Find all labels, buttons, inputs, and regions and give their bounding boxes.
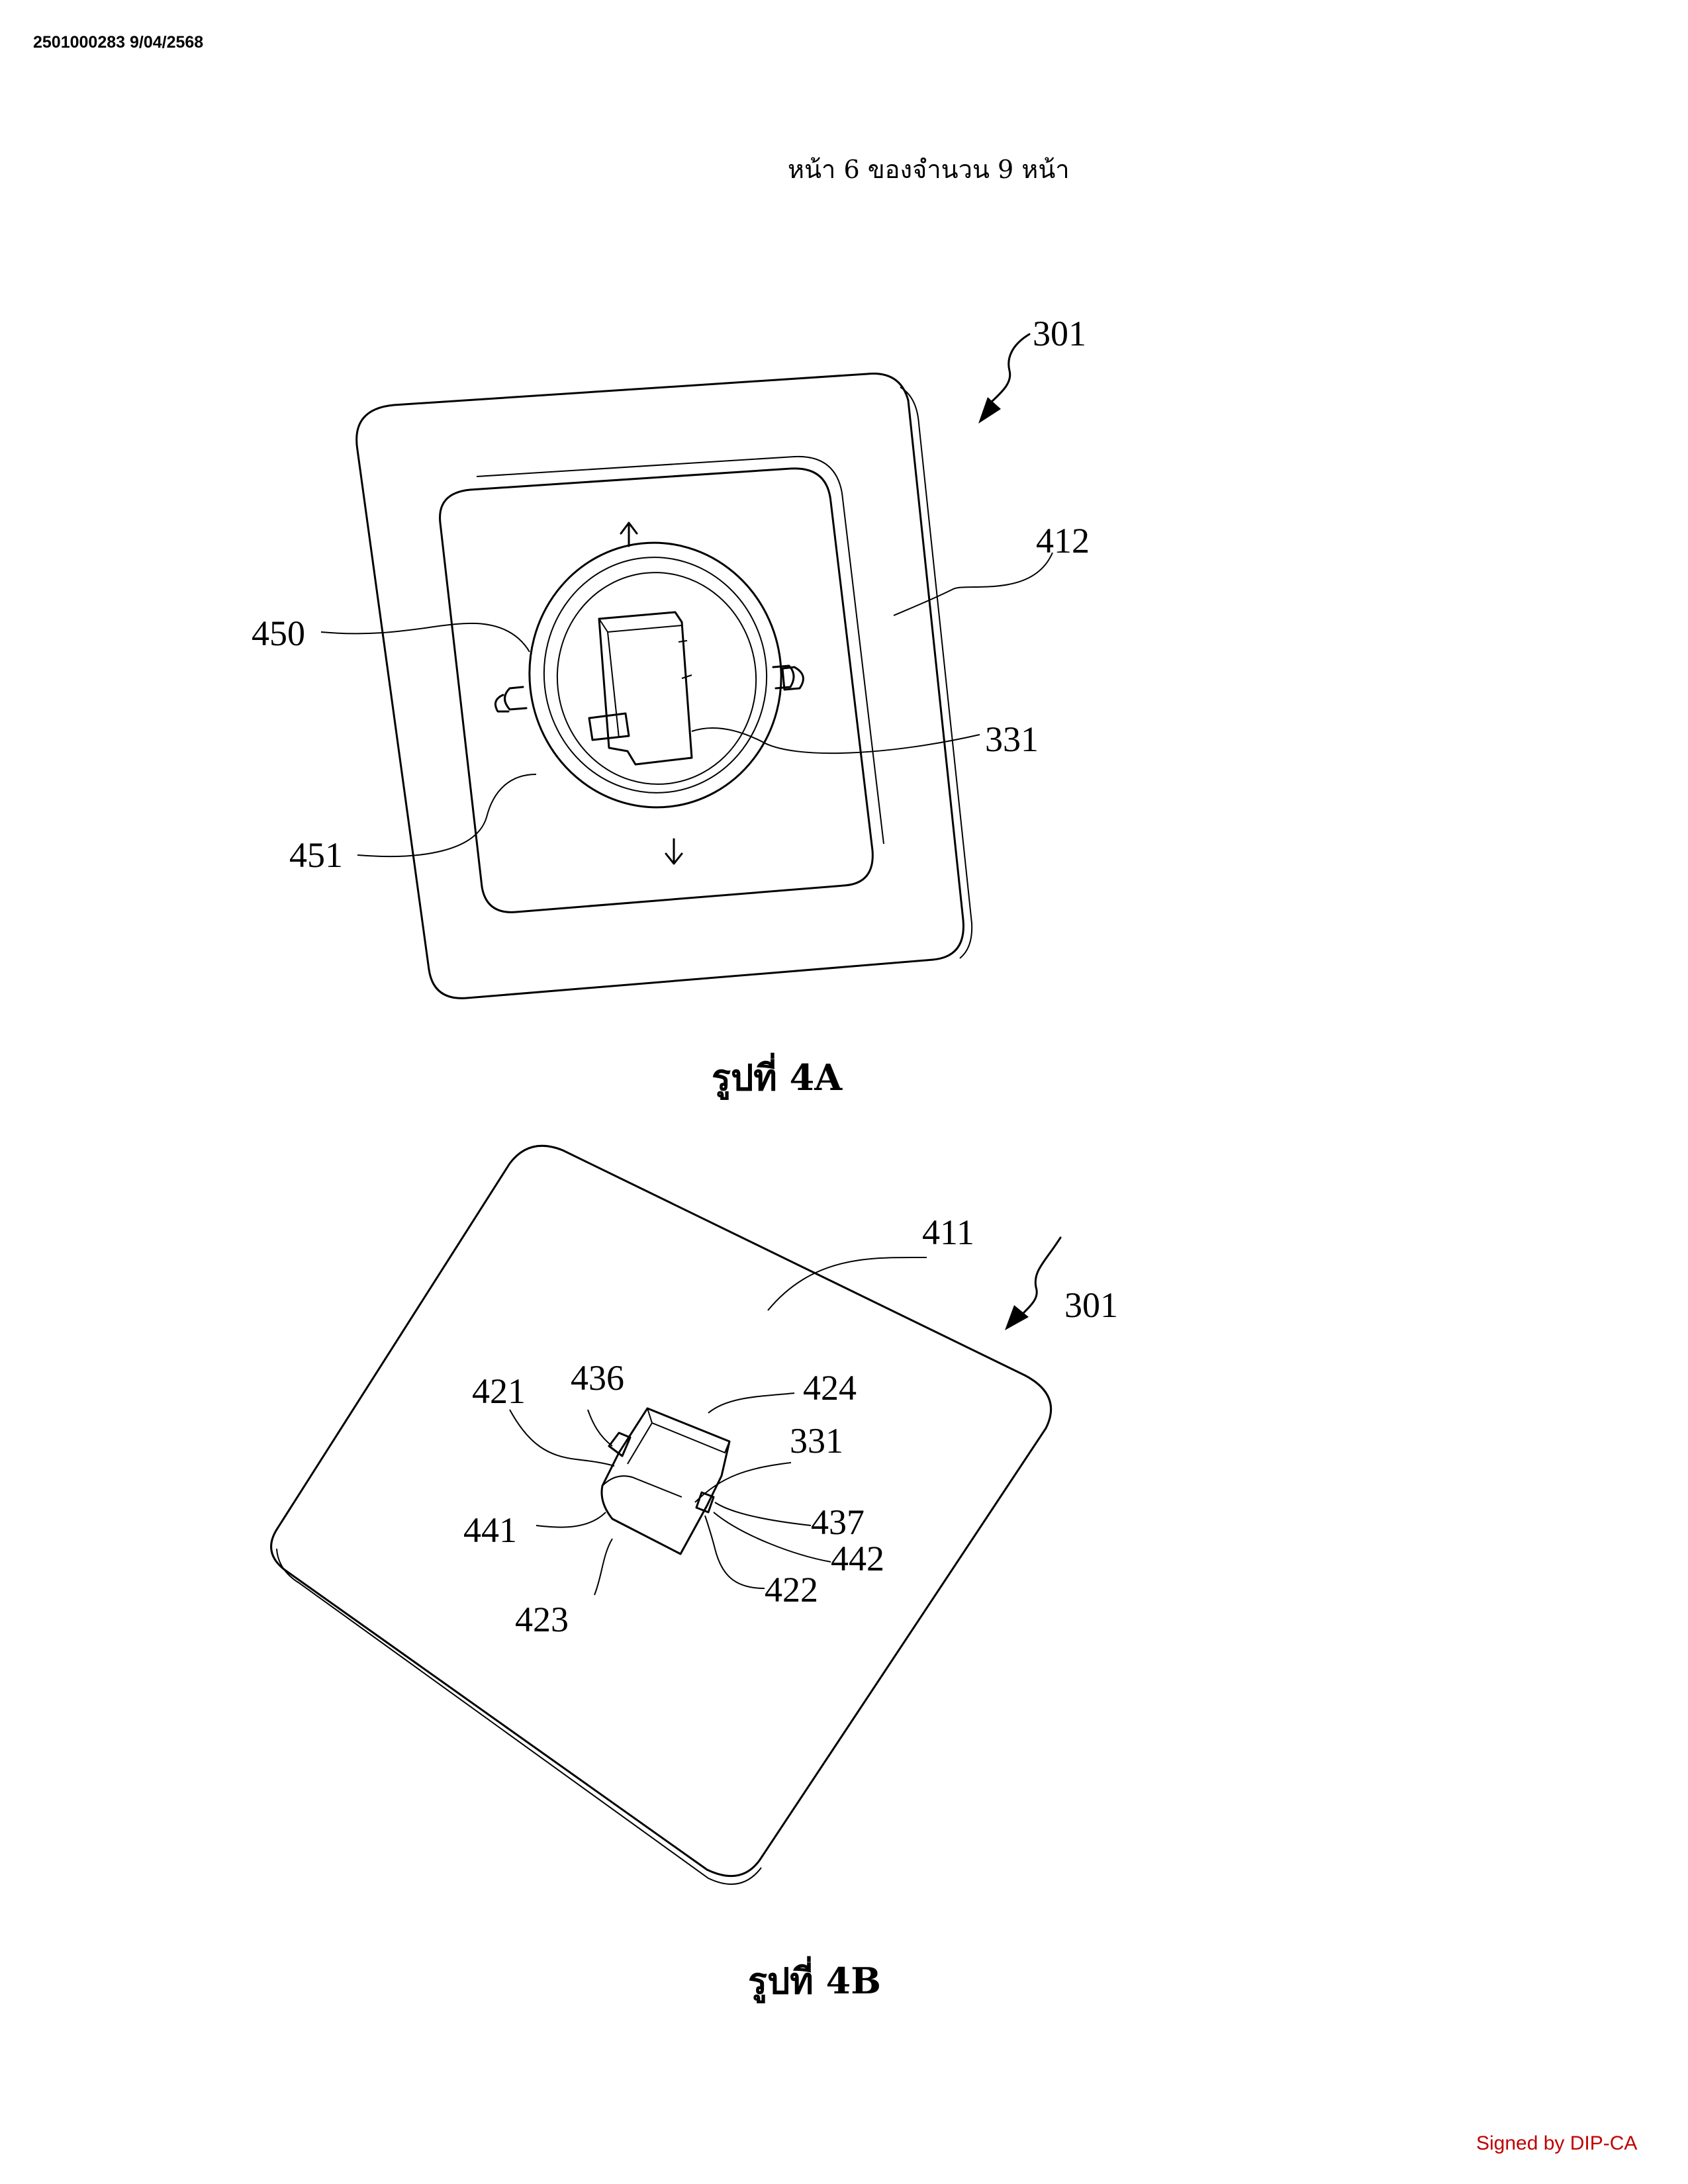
label-412: 412: [1036, 521, 1090, 561]
label-421: 421: [472, 1371, 526, 1411]
caption-figure-4b: รูปที่ 4B: [748, 1960, 881, 2002]
inner-recess-step: [476, 455, 884, 844]
label-451: 451: [289, 835, 343, 875]
caption-figure-4a: รูปที่ 4A: [712, 1056, 843, 1099]
ring-inner: [543, 557, 768, 794]
label-442: 442: [831, 1539, 884, 1578]
label-436: 436: [571, 1358, 624, 1398]
label-422: 422: [765, 1570, 818, 1610]
plate-edge: [276, 1548, 762, 1885]
connector-331-b: [600, 1407, 731, 1555]
marker-left: [494, 694, 510, 713]
leader-450: [320, 622, 530, 653]
label-441: 441: [463, 1510, 517, 1550]
connector-331: [598, 611, 693, 766]
label-450: 450: [252, 614, 305, 653]
leader-436: [587, 1409, 613, 1447]
leader-331: [691, 727, 980, 754]
outer-plate-edge: [900, 387, 973, 959]
leader-424: [708, 1392, 795, 1414]
marker-right: [781, 666, 804, 691]
leader-421: [509, 1409, 615, 1467]
outer-plate: [355, 373, 964, 999]
ring-450: [528, 541, 782, 809]
arrow-301-bottom-head: [1005, 1305, 1029, 1330]
figure-4b: 411 301 421 436 424 331 441 437 442 422 …: [270, 1144, 1118, 1885]
ring-451: [556, 572, 757, 785]
label-424: 424: [803, 1368, 857, 1408]
arrow-up-icon: [620, 522, 638, 547]
leader-441: [536, 1512, 606, 1528]
connector-face: [598, 618, 692, 739]
leader-437: [714, 1502, 812, 1526]
label-423: 423: [515, 1600, 569, 1639]
label-411: 411: [922, 1212, 974, 1252]
leader-423: [594, 1538, 613, 1596]
leader-451: [357, 774, 537, 857]
connector-tab: [588, 712, 630, 741]
connector-side: [602, 1475, 682, 1498]
arrow-down-icon: [665, 838, 683, 865]
label-331: 331: [985, 719, 1039, 759]
leader-411: [767, 1256, 927, 1311]
leader-422: [704, 1515, 765, 1589]
figure-4a: 301 412 450 331 451: [252, 314, 1090, 999]
leader-442: [713, 1512, 831, 1563]
arrow-301-top-head: [978, 397, 1001, 424]
tab-437: [695, 1491, 715, 1514]
signature-text: Signed by DIP-CA: [1476, 2132, 1638, 2154]
label-331-b: 331: [790, 1421, 843, 1461]
leader-412: [893, 552, 1053, 616]
label-301: 301: [1033, 314, 1086, 353]
inner-recess: [439, 467, 874, 913]
arrow-301-top: [988, 333, 1031, 405]
page-indicator: หน้า 6 ของจำนวน 9 หน้า: [788, 155, 1070, 184]
leader-331-b: [694, 1462, 792, 1503]
label-301-b: 301: [1064, 1285, 1118, 1325]
ring-tab-right: [772, 664, 795, 690]
connector-top: [627, 1408, 730, 1465]
arrow-301-bottom: [1021, 1236, 1062, 1315]
tab-436: [608, 1432, 632, 1457]
ring-tab-left: [504, 686, 528, 711]
plate-411: [270, 1144, 1053, 1878]
document-id: 2501000283 9/04/2568: [33, 33, 204, 52]
label-437: 437: [811, 1502, 865, 1542]
